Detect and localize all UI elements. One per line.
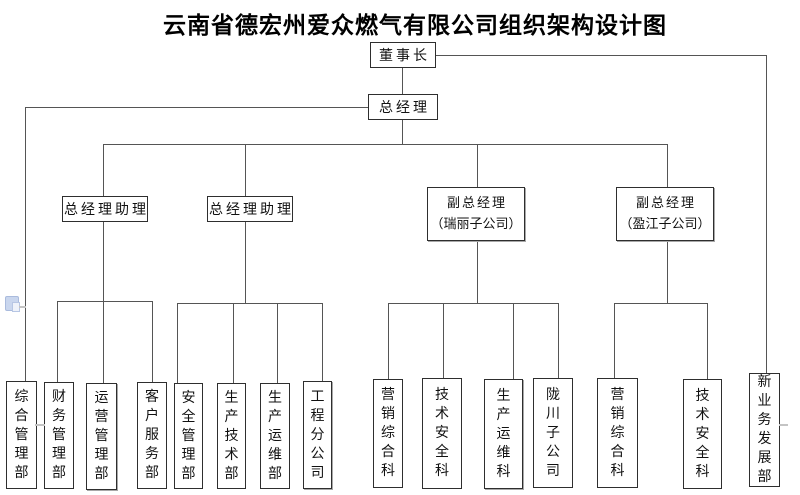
connector-group3-drop2: [443, 303, 444, 378]
connector-group3-drop4: [558, 303, 559, 378]
node-dept-operations: 运营管理部: [86, 383, 117, 490]
connector-group2-horizontal: [177, 303, 323, 304]
connector-group4-drop1: [614, 303, 615, 378]
node-dept-finance: 财务管理部: [44, 382, 74, 489]
node-yingjiang-marketing-label: 营销综合科: [610, 386, 625, 479]
connector-gm-down: [402, 120, 403, 144]
node-gm-assistant-2: 总经理助理: [207, 196, 293, 222]
node-deputy-gm-yingjiang-title: 副总经理: [635, 196, 696, 211]
node-dept-safety: 安全管理部: [174, 383, 203, 489]
node-dept-safety-label: 安全管理部: [181, 389, 196, 482]
node-gm-assistant-1: 总经理助理: [62, 196, 148, 222]
connector-drop-assistant2: [245, 144, 246, 196]
connector-group2-drop3: [277, 303, 278, 383]
connector-group1-drop2: [103, 301, 104, 383]
node-yingjiang-marketing: 营销综合科: [597, 378, 638, 488]
node-dept-customer-service: 客户服务部: [137, 382, 167, 489]
node-gm-assistant-1-label: 总经理助理: [64, 202, 149, 218]
paste-options-icon[interactable]: [5, 296, 20, 312]
node-ruili-marketing-label: 营销综合科: [381, 387, 395, 479]
connector-assistant2-down: [245, 222, 246, 303]
connector-drop-deputy-yingjiang: [667, 144, 668, 187]
node-dept-production-om-label: 生产运维部: [268, 389, 282, 482]
node-ruili-tech-safety-label: 技术安全科: [435, 387, 449, 479]
node-longchuan-subsidiary: 陇川子公司: [533, 378, 573, 488]
connector-deputy-ruili-down: [477, 241, 478, 303]
node-deputy-gm-ruili-title: 副总经理: [446, 196, 507, 211]
connector-deputy-yingjiang-down: [667, 241, 668, 303]
connector-group3-drop3: [513, 303, 514, 379]
node-yingjiang-tech-safety-label: 技术安全科: [695, 387, 710, 480]
node-engineering-branch-label: 工程分公司: [310, 388, 325, 481]
connector-assistant1-down: [103, 222, 104, 301]
node-yingjiang-tech-safety: 技术安全科: [683, 379, 722, 489]
node-dept-production-tech-label: 生产技术部: [224, 389, 239, 482]
node-longchuan-subsidiary-label: 陇川子公司: [546, 386, 560, 479]
node-dept-new-business: 新业务发展部: [749, 373, 780, 487]
node-dept-general-admin-label: 综合管理部: [14, 388, 29, 481]
node-ruili-production-om-label: 生产运维科: [496, 387, 511, 480]
connector-group4-horizontal: [614, 303, 707, 304]
node-dept-production-tech: 生产技术部: [217, 383, 246, 489]
node-dept-operations-label: 运营管理部: [94, 390, 109, 482]
node-general-manager-label: 总经理: [379, 100, 430, 116]
canvas-handle-mid-icon: [35, 424, 45, 426]
node-deputy-gm-yingjiang-subtitle: （盈江子公司）: [619, 217, 711, 232]
node-gm-assistant-2-label: 总经理助理: [209, 202, 294, 218]
node-engineering-branch: 工程分公司: [303, 381, 332, 489]
page-title: 云南省德宏州爱众燃气有限公司组织架构设计图: [163, 13, 667, 39]
node-dept-general-admin: 综合管理部: [6, 381, 37, 489]
connector-gm-left: [25, 107, 368, 108]
node-ruili-production-om: 生产运维科: [484, 379, 523, 489]
node-dept-new-business-label: 新业务发展部: [757, 374, 772, 485]
node-dept-finance-label: 财务管理部: [52, 389, 66, 481]
connector-group2-drop1: [177, 303, 178, 383]
connector-drop-deputy-ruili: [477, 144, 478, 187]
connector-group1-drop1: [57, 301, 58, 382]
node-dept-customer-service-label: 客户服务部: [145, 389, 159, 481]
connector-drop-assistant1: [103, 144, 104, 196]
connector-group3-horizontal: [388, 303, 558, 304]
node-ruili-marketing: 营销综合科: [373, 379, 403, 488]
node-deputy-gm-yingjiang: 副总经理 （盈江子公司）: [616, 187, 714, 241]
node-chairman: 董事长: [370, 42, 436, 68]
node-deputy-gm-ruili-subtitle: （瑞丽子公司）: [430, 217, 522, 232]
node-chairman-label: 董事长: [379, 48, 430, 64]
connector-chairman-gm: [402, 68, 403, 94]
node-general-manager: 总经理: [368, 94, 438, 120]
connector-right-vertical: [766, 55, 767, 373]
node-deputy-gm-ruili: 副总经理 （瑞丽子公司）: [427, 187, 525, 241]
connector-group1-drop3: [152, 301, 153, 382]
connector-main-horizontal: [103, 144, 667, 145]
canvas-handle-right-icon: [779, 424, 788, 426]
connector-left-vertical: [25, 107, 26, 381]
connector-group3-drop1: [388, 303, 389, 379]
connector-group4-drop2: [707, 303, 708, 379]
connector-chairman-right: [436, 55, 766, 56]
canvas-handle-left-icon: [19, 306, 26, 308]
node-ruili-tech-safety: 技术安全科: [422, 378, 462, 489]
node-dept-production-om: 生产运维部: [260, 383, 290, 489]
connector-group2-drop2: [233, 303, 234, 383]
connector-group2-drop4: [322, 303, 323, 381]
connector-group1-horizontal: [57, 301, 152, 302]
